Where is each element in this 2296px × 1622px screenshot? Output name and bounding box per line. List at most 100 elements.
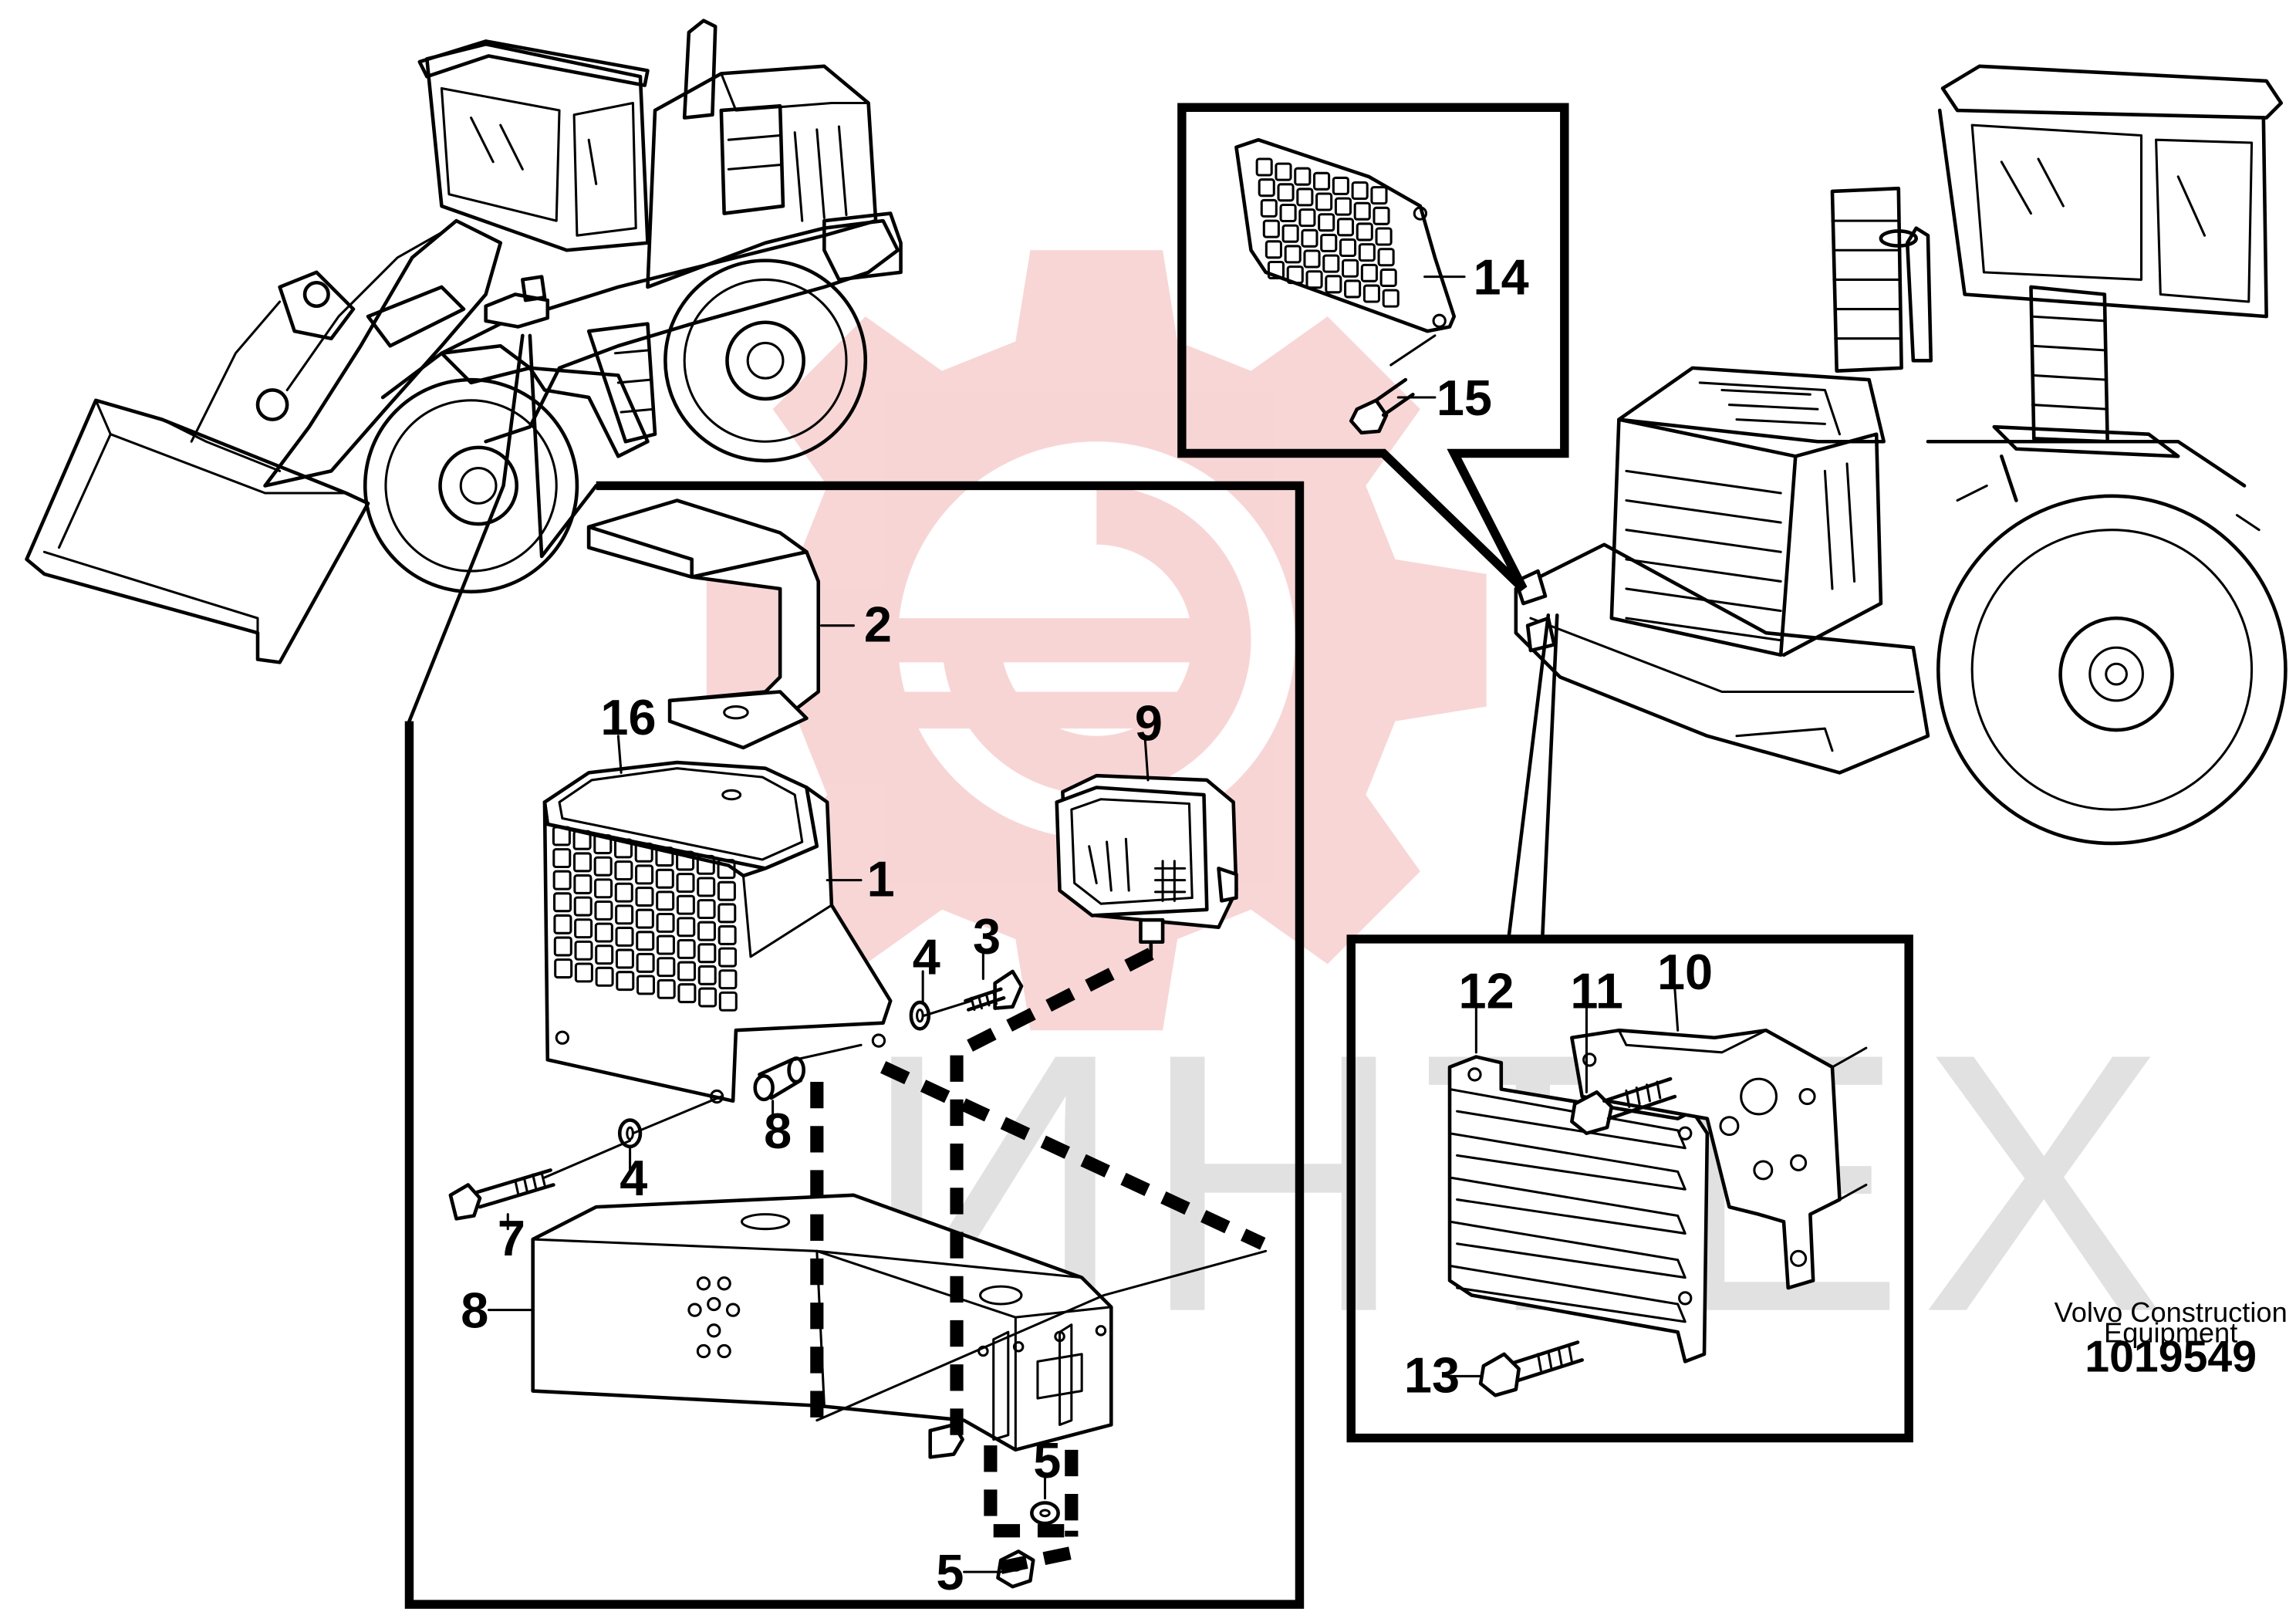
callout-labels: 2 16 1 9 3 4 8 4 7 8 5 5 14 15 10 11 12 … [461, 248, 1713, 1600]
callout-13: 13 [1404, 1347, 1460, 1403]
grid-cell [1353, 201, 1371, 221]
grid-cell [614, 882, 633, 903]
callout-1: 1 [867, 851, 895, 907]
grid-cell [635, 864, 654, 885]
callout-9: 9 [1135, 694, 1163, 751]
right-loader-grille [1625, 469, 1782, 642]
grid-cell [636, 931, 655, 951]
grid-cell [1344, 279, 1362, 299]
grid-cell [657, 978, 676, 999]
part-4-washer [909, 1000, 931, 1031]
grid-cell [595, 966, 614, 987]
grid-cell [594, 922, 613, 943]
part-12-tubular-guard [1447, 1055, 1710, 1363]
callout-11: 11 [1570, 963, 1623, 1019]
callout-16: 16 [600, 689, 656, 745]
grid-cell [1325, 275, 1342, 294]
grid-cell [1303, 249, 1321, 269]
grid-cell [697, 943, 717, 964]
grid-cell [1264, 240, 1282, 259]
wheel-loader-left-view [25, 19, 903, 723]
grid-cell [595, 944, 614, 965]
main-detail-panel [404, 481, 1305, 1609]
grid-cell [1358, 243, 1376, 262]
part-13-bolt [1478, 1340, 1584, 1397]
grid-cell [1305, 270, 1323, 289]
grid-cell [574, 962, 593, 983]
grid-cell [1379, 268, 1397, 287]
callout-2: 2 [864, 596, 892, 653]
grid-cell [635, 908, 654, 929]
callout-8: 8 [461, 1282, 488, 1339]
grid-cell [636, 975, 656, 995]
grid-cell [572, 852, 592, 873]
credit-block: Volvo Construction Equipment 1019549 [2055, 1296, 2288, 1382]
part-2-bracket [586, 498, 821, 750]
grid-cell [718, 969, 738, 990]
callout-14: 14 [1474, 248, 1529, 305]
grid-cell [1315, 192, 1333, 211]
grid-cell [1294, 167, 1312, 186]
grid-cell [655, 868, 674, 889]
grid-cell [696, 854, 715, 875]
grid-cell [572, 830, 592, 850]
grid-cell [717, 859, 736, 880]
grid-cell [718, 991, 738, 1012]
grid-cell [553, 892, 572, 913]
callout-3: 3 [973, 908, 1001, 965]
part-9-work-light [1055, 773, 1238, 959]
grid-cell [1360, 263, 1378, 282]
callout-4b: 4 [620, 1150, 647, 1206]
grid-cell [553, 914, 572, 934]
grid-cell [656, 890, 675, 911]
watermark-gear-logo [706, 250, 1487, 1031]
grid-cell [1279, 203, 1297, 223]
credit-line-1: Volvo Construction [2055, 1296, 2288, 1328]
grid-cell [574, 940, 593, 961]
grid-cell [552, 870, 572, 890]
guard-grid [552, 826, 738, 1012]
grid-cell [1322, 254, 1340, 273]
credit-line-2: Equipment [2104, 1317, 2237, 1349]
part-5-washer [1030, 1501, 1060, 1526]
grid-cell [1267, 260, 1285, 280]
grid-cell [634, 842, 653, 863]
grid-cell [1286, 265, 1304, 285]
grid-cell [1284, 245, 1302, 264]
inset-bracket-panel [1346, 613, 1913, 1443]
grid-cell [1255, 157, 1273, 177]
grid-cell [594, 878, 613, 899]
grid-cell [677, 983, 697, 1004]
grid-cell [677, 961, 697, 982]
grid-cell [1301, 228, 1319, 248]
grid-cell [718, 925, 737, 945]
grid-cell [1375, 227, 1393, 246]
grid-cell [677, 938, 696, 959]
callout-5b: 5 [936, 1544, 964, 1600]
grid-cell [656, 934, 675, 955]
inset-guard-grid [1255, 157, 1400, 308]
grid-cell [676, 850, 695, 871]
part-11-bolt [1570, 1076, 1677, 1136]
grid-cell [573, 896, 593, 917]
grid-cell [615, 904, 634, 925]
grid-cell [657, 957, 676, 978]
grid-cell [1362, 284, 1380, 303]
grid-cell [573, 874, 593, 894]
grid-cell [574, 918, 593, 939]
grid-cell [676, 894, 695, 915]
grid-cell [698, 987, 718, 1008]
callout-6: 7 [498, 1210, 525, 1266]
grid-cell [552, 848, 572, 869]
grid-cell [655, 846, 674, 867]
document-number: 1019549 [2085, 1333, 2257, 1382]
grid-cell [697, 921, 716, 941]
grid-cell [1275, 162, 1292, 181]
callout-10: 10 [1657, 944, 1713, 1000]
grid-cell [552, 826, 571, 846]
grid-cell [1336, 218, 1355, 237]
part-1-light-guard [542, 760, 893, 1104]
grid-cell [717, 880, 736, 901]
grid-cell [697, 899, 716, 920]
grid-cell [1258, 178, 1275, 198]
